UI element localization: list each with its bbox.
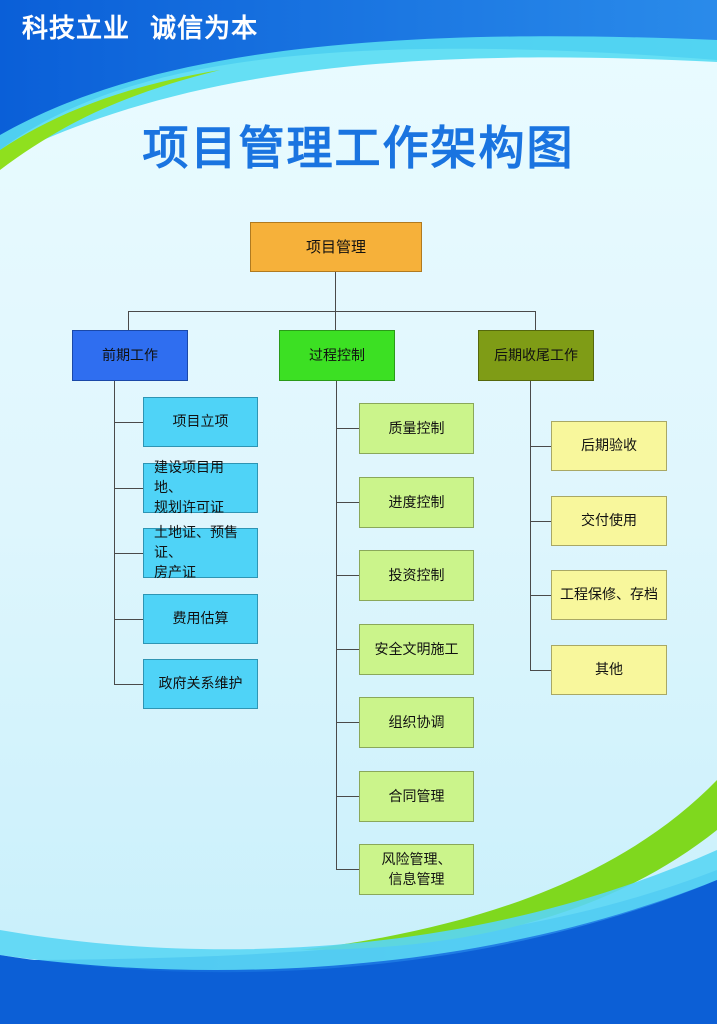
connector-leaf-2-3 xyxy=(336,575,359,576)
leaf-node: 建设项目用地、 规划许可证 xyxy=(143,460,258,516)
connector-leaf-2-5 xyxy=(336,722,359,723)
leaf-node: 土地证、预售证、 房产证 xyxy=(143,525,258,581)
leaf-node: 进度控制 xyxy=(359,477,474,528)
branch-node-preliminary: 前期工作 xyxy=(72,330,188,381)
connector-branch-1-spine xyxy=(114,381,115,684)
connector-leaf-3-2 xyxy=(530,521,551,522)
connector-branch-3-up xyxy=(535,311,536,331)
connector-root-down xyxy=(335,272,336,312)
connector-leaf-3-4 xyxy=(530,670,551,671)
connector-branch-2-up xyxy=(335,311,336,331)
connector-leaf-1-5 xyxy=(114,684,143,685)
page-title: 项目管理工作架构图 xyxy=(142,121,575,175)
connector-branch-3-spine xyxy=(530,381,531,670)
connector-leaf-3-3 xyxy=(530,595,551,596)
connector-leaf-2-1 xyxy=(336,428,359,429)
connector-leaf-1-1 xyxy=(114,422,143,423)
branch-node-process-control: 过程控制 xyxy=(279,330,395,381)
connector-leaf-1-3 xyxy=(114,553,143,554)
leaf-node: 质量控制 xyxy=(359,403,474,454)
connector-leaf-1-2 xyxy=(114,488,143,489)
leaf-node: 组织协调 xyxy=(359,697,474,748)
connector-leaf-1-4 xyxy=(114,619,143,620)
leaf-node: 费用估算 xyxy=(143,594,258,644)
leaf-node: 其他 xyxy=(551,645,667,695)
leaf-node: 合同管理 xyxy=(359,771,474,822)
connector-branch-1-up xyxy=(128,311,129,331)
header-slogan: 科技立业 诚信为本 xyxy=(22,14,259,44)
leaf-node: 项目立项 xyxy=(143,397,258,447)
connector-leaf-2-4 xyxy=(336,649,359,650)
connector-leaf-2-6 xyxy=(336,796,359,797)
leaf-node: 风险管理、 信息管理 xyxy=(359,844,474,895)
leaf-node: 安全文明施工 xyxy=(359,624,474,675)
org-root-node: 项目管理 xyxy=(250,222,422,272)
connector-leaf-3-1 xyxy=(530,446,551,447)
leaf-node: 投资控制 xyxy=(359,550,474,601)
connector-leaf-2-2 xyxy=(336,502,359,503)
connector-branch-2-spine xyxy=(336,381,337,870)
leaf-node: 政府关系维护 xyxy=(143,659,258,709)
leaf-node: 后期验收 xyxy=(551,421,667,471)
connector-leaf-2-7 xyxy=(336,869,359,870)
leaf-node: 工程保修、存档 xyxy=(551,570,667,620)
leaf-node: 交付使用 xyxy=(551,496,667,546)
branch-node-closing: 后期收尾工作 xyxy=(478,330,594,381)
connector-horizontal-bar xyxy=(128,311,536,312)
